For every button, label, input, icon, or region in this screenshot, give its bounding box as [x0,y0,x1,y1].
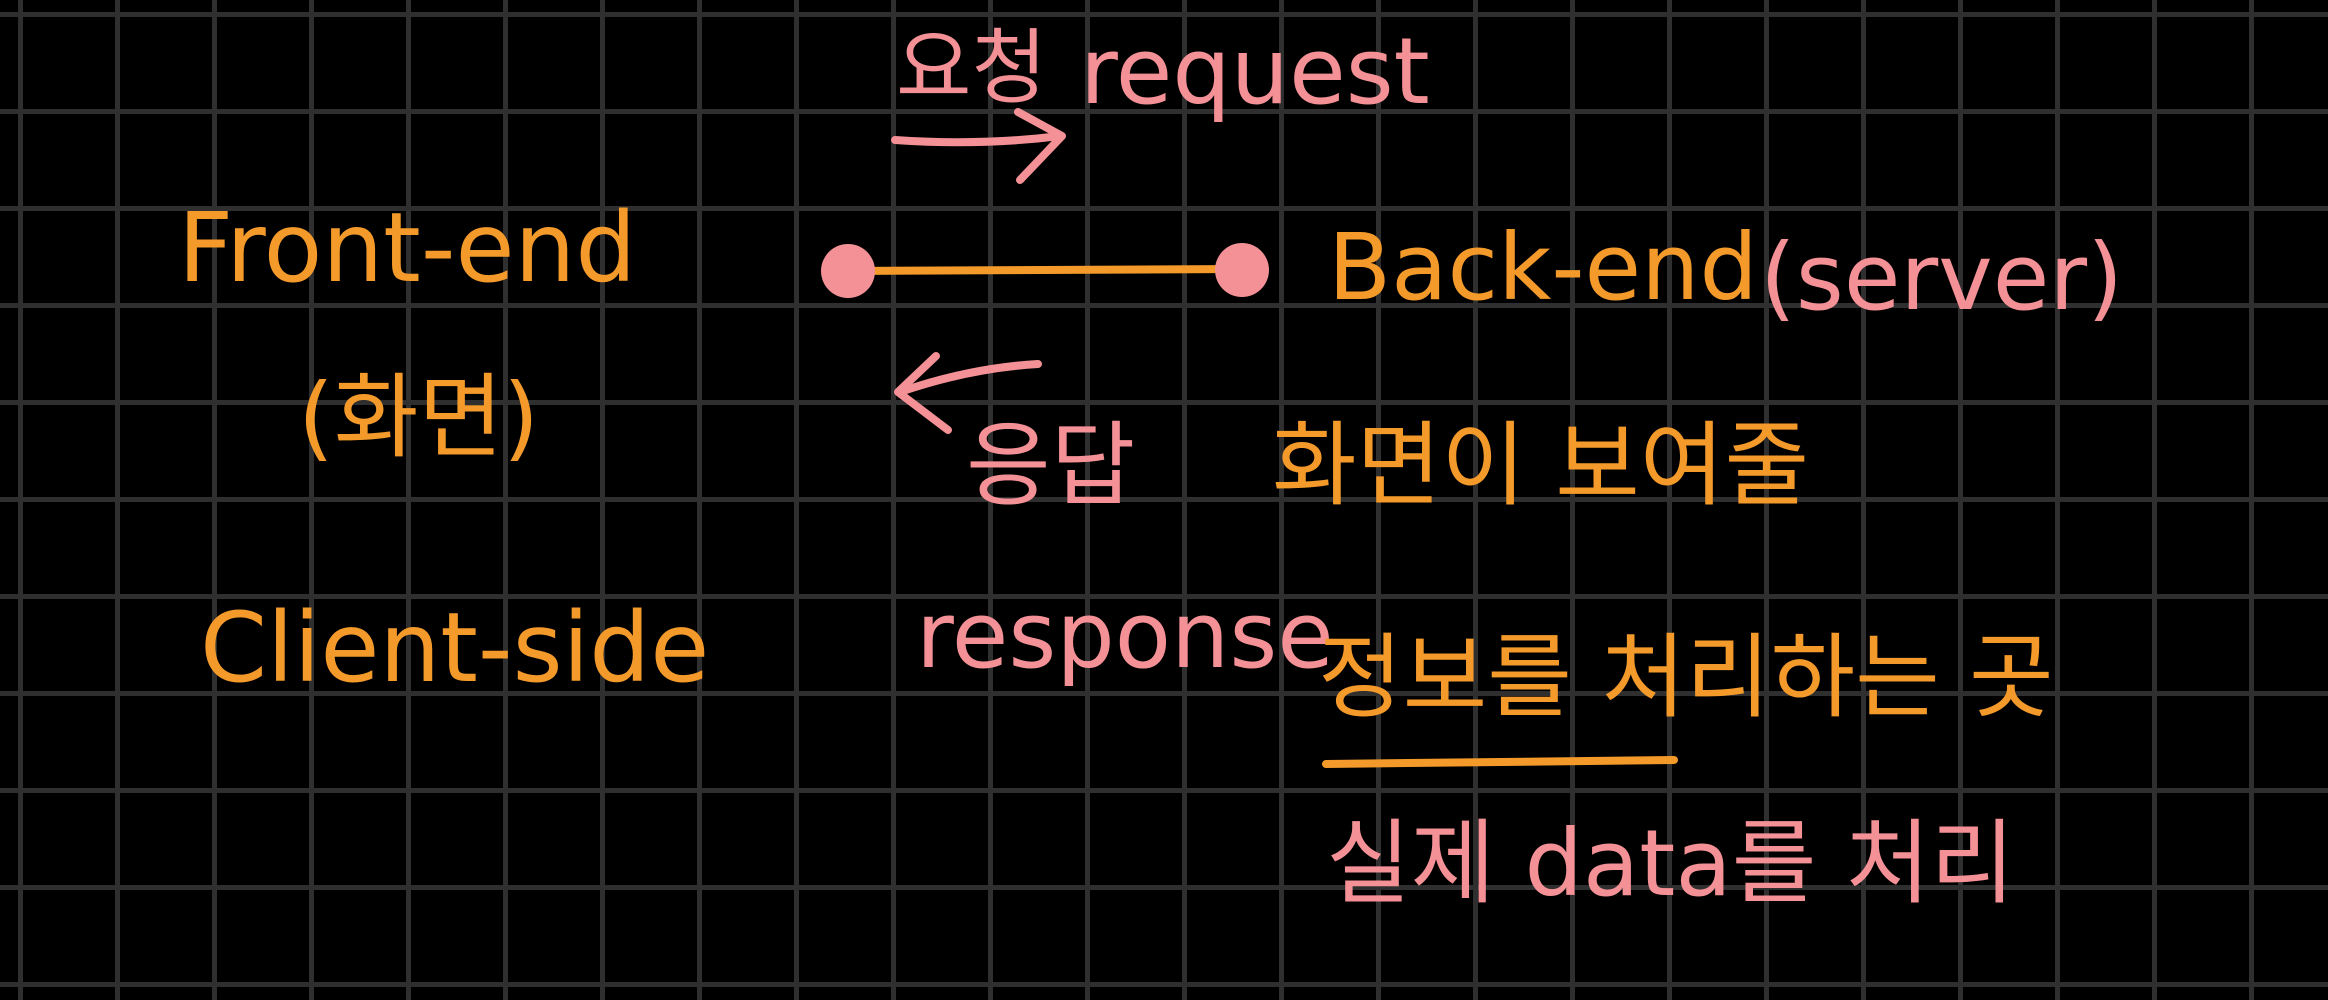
request-en-label: request [1080,18,1430,125]
front-end-label: Front-end [178,192,637,304]
request-kr-label: 요청 [896,21,1047,116]
back-end-label: Back-end [1328,214,1758,321]
back-endpoint-dot [1215,243,1269,297]
front-end-subtitle: (화면) [298,364,540,471]
highlight-underline [1322,756,1678,768]
connection-line [821,243,1269,298]
response-arrow-icon [894,352,1042,434]
description-line-2: 정보를 처리하는 곳 [1318,624,2054,731]
request-arrow-icon [891,108,1066,184]
server-label: (server) [1760,224,2124,331]
description-line-3: 실제 data를 처리 [1326,810,2015,917]
client-side-label: Client-side [200,592,710,704]
description-line-1: 화면이 보여줄 [1272,412,1810,519]
front-endpoint-dot [821,244,875,298]
response-kr-label: 응답 [966,412,1136,519]
response-en-label: response [916,582,1334,689]
